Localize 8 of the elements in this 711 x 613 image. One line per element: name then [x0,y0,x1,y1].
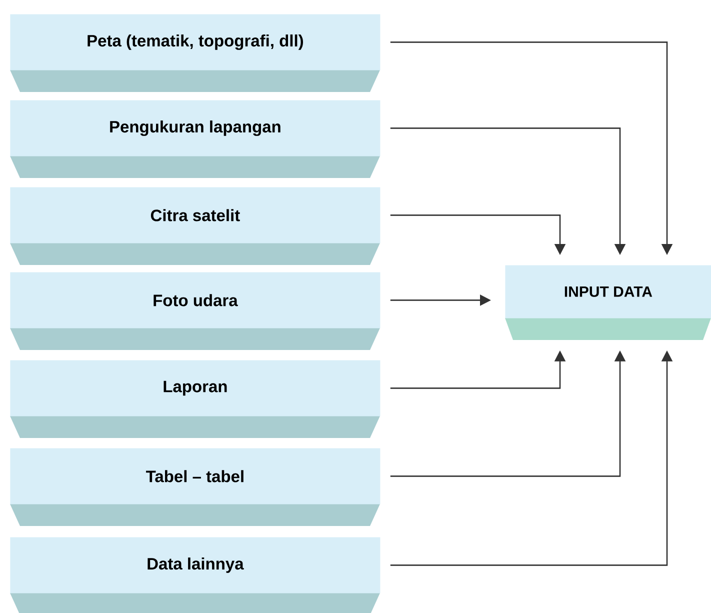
process-box: Tabel – tabel [10,448,380,526]
process-box: Citra satelit [10,187,380,265]
process-box: Foto udara [10,272,380,350]
process-box: Laporan [10,360,380,438]
process-box: INPUT DATA [505,265,711,340]
process-box: Peta (tematik, topografi, dll) [10,14,380,92]
process-box: Pengukuran lapangan [10,100,380,178]
process-box: Data lainnya [10,537,380,613]
